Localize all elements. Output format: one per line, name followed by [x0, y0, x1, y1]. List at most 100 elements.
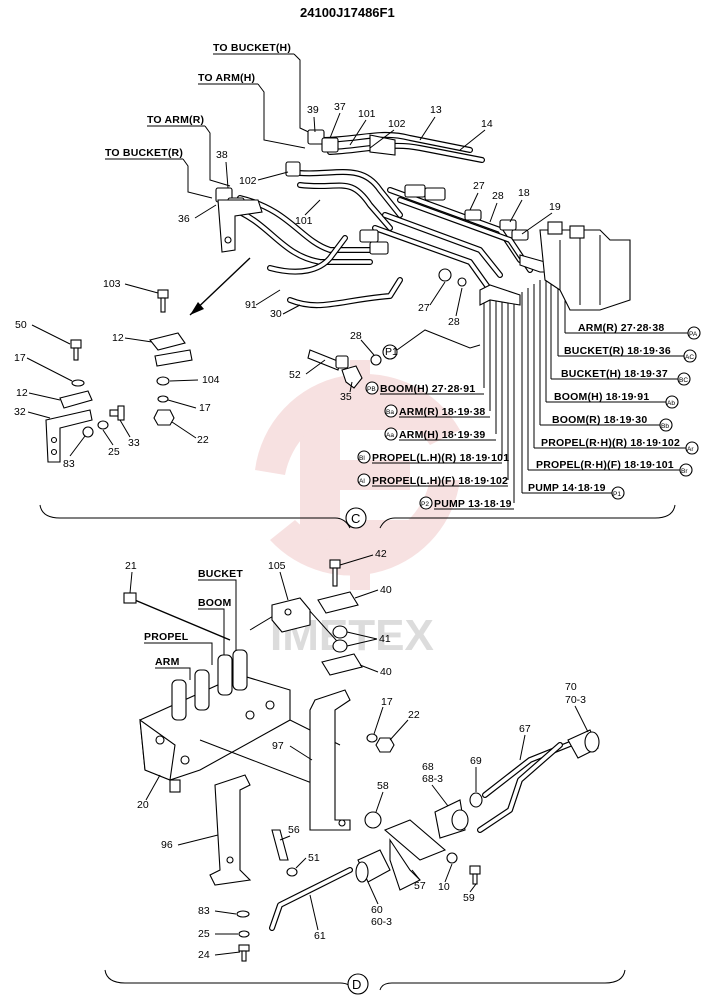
part-41: 41: [379, 633, 391, 645]
bolt-21: [129, 597, 231, 641]
control-valve-block: [539, 221, 631, 311]
part-33: 33: [128, 437, 140, 449]
part-101: 101: [358, 108, 376, 120]
svg-text:Ab: Ab: [667, 400, 675, 407]
part-51: 51: [308, 852, 320, 864]
part-91: 91: [245, 299, 257, 311]
legend-propel-lh-r: PROPEL(L.H)(R) 18·19·101: [372, 452, 509, 464]
part-97: 97: [272, 740, 284, 752]
part-17b: 17: [199, 402, 211, 414]
part-68: 68: [422, 761, 434, 773]
part-50: 50: [15, 319, 27, 331]
svg-text:P1: P1: [613, 491, 621, 498]
part-37: 37: [334, 101, 346, 113]
part-28: 28: [492, 190, 504, 202]
part-numbers-d: 42 21 105 40 41 40 17 22 97 20 58 67 70 …: [125, 548, 589, 961]
part-19: 19: [549, 201, 561, 213]
svg-text:BC: BC: [679, 377, 688, 384]
part-56: 56: [288, 824, 300, 836]
svg-text:PA: PA: [689, 331, 698, 338]
part-25: 25: [108, 446, 120, 458]
legend-arm-h-left: ARM(H) 18·19·39: [399, 429, 485, 441]
block-105: [271, 597, 311, 633]
part-20: 20: [137, 799, 149, 811]
part-60: 60: [371, 904, 383, 916]
part-103: 103: [103, 278, 121, 290]
legend-bucket-h: BUCKET(H) 18·19·37: [561, 368, 668, 380]
hydraulic-pipes-c: [227, 131, 533, 309]
part-12: 12: [112, 332, 124, 344]
part-105: 105: [268, 560, 286, 572]
part-102b: 102: [239, 175, 257, 187]
svg-text:P2: P2: [421, 501, 429, 508]
legend-arm-r-left: ARM(R) 18·19·38: [399, 406, 485, 418]
label-to-bucket-h: TO BUCKET(H): [213, 42, 291, 54]
svg-text:Bl: Bl: [359, 455, 365, 462]
part-104: 104: [202, 374, 220, 386]
part-57: 57: [414, 880, 426, 892]
label-to-bucket-r: TO BUCKET(R): [105, 147, 183, 159]
svg-text:Bb: Bb: [661, 423, 669, 430]
part-36: 36: [178, 213, 190, 225]
part-101b: 101: [295, 215, 313, 227]
valve-label-propel: PROPEL: [144, 631, 189, 643]
part-38: 38: [216, 149, 228, 161]
part-17d: 17: [381, 696, 393, 708]
part-52: 52: [289, 369, 301, 381]
part-39: 39: [307, 104, 319, 116]
svg-text:Aa: Aa: [386, 432, 394, 439]
part-60-3: 60-3: [371, 916, 392, 928]
valve-label-arm: ARM: [155, 656, 180, 668]
part-59: 59: [463, 892, 475, 904]
part-12b: 12: [16, 387, 28, 399]
part-40: 40: [380, 584, 392, 596]
adapter-57: [383, 819, 447, 861]
part-24: 24: [198, 949, 210, 961]
legend-boom-r: BOOM(R) 18·19·30: [552, 414, 647, 426]
part-14: 14: [481, 118, 493, 130]
port-legend-left: PB BOOM(H) 27·28·91 Ba ARM(R) 18·19·38 A…: [357, 381, 514, 510]
legend-boom-h-left: BOOM(H) 27·28·91: [380, 383, 475, 395]
part-28c: 28: [350, 330, 362, 342]
part-25d: 25: [198, 928, 210, 940]
section-c-brace: [39, 504, 676, 529]
part-102: 102: [388, 118, 406, 130]
part-27: 27: [473, 180, 485, 192]
svg-text:AC: AC: [685, 354, 694, 361]
valve-label-bucket: BUCKET: [198, 568, 243, 580]
part-10: 10: [438, 881, 450, 893]
legend-propel-rh-r: PROPEL(R·H)(R) 18·19·102: [541, 437, 680, 449]
part-32: 32: [14, 406, 26, 418]
part-96: 96: [161, 839, 173, 851]
part-22d: 22: [408, 709, 420, 721]
part-13: 13: [430, 104, 442, 116]
part-69: 69: [470, 755, 482, 767]
part-61: 61: [314, 930, 326, 942]
part-17: 17: [14, 352, 26, 364]
part-40b: 40: [380, 666, 392, 678]
svg-text:Ar: Ar: [687, 446, 694, 453]
bracket-96: [209, 774, 252, 886]
legend-propel-lh-f: PROPEL(L.H)(F) 18·19·102: [372, 475, 508, 487]
svg-text:P1: P1: [385, 346, 398, 358]
part-21: 21: [125, 560, 137, 572]
legend-pump-13: PUMP 13·18·19: [434, 498, 512, 510]
bracket-36: [217, 199, 263, 253]
part-27b: 27: [418, 302, 430, 314]
valve-label-boom: BOOM: [198, 597, 232, 609]
part-70: 70: [565, 681, 577, 693]
part-22: 22: [197, 434, 209, 446]
legend-propel-rh-f: PROPEL(R·H)(F) 18·19·101: [536, 459, 674, 471]
legend-bucket-r: BUCKET(R) 18·19·36: [564, 345, 671, 357]
svg-text:Ba: Ba: [386, 409, 394, 416]
section-c-diagram: TO BUCKET(H) TO ARM(H) TO ARM(R) TO BUCK…: [14, 42, 701, 529]
svg-text:Br: Br: [681, 468, 688, 475]
part-42: 42: [375, 548, 387, 560]
page-title: 24100J17486F1: [300, 5, 395, 20]
part-30: 30: [270, 308, 282, 320]
part-68-3: 68-3: [422, 773, 443, 785]
part-70-3: 70-3: [565, 694, 586, 706]
part-28b: 28: [448, 316, 460, 328]
legend-arm-r: ARM(R) 27·28·38: [578, 322, 664, 334]
